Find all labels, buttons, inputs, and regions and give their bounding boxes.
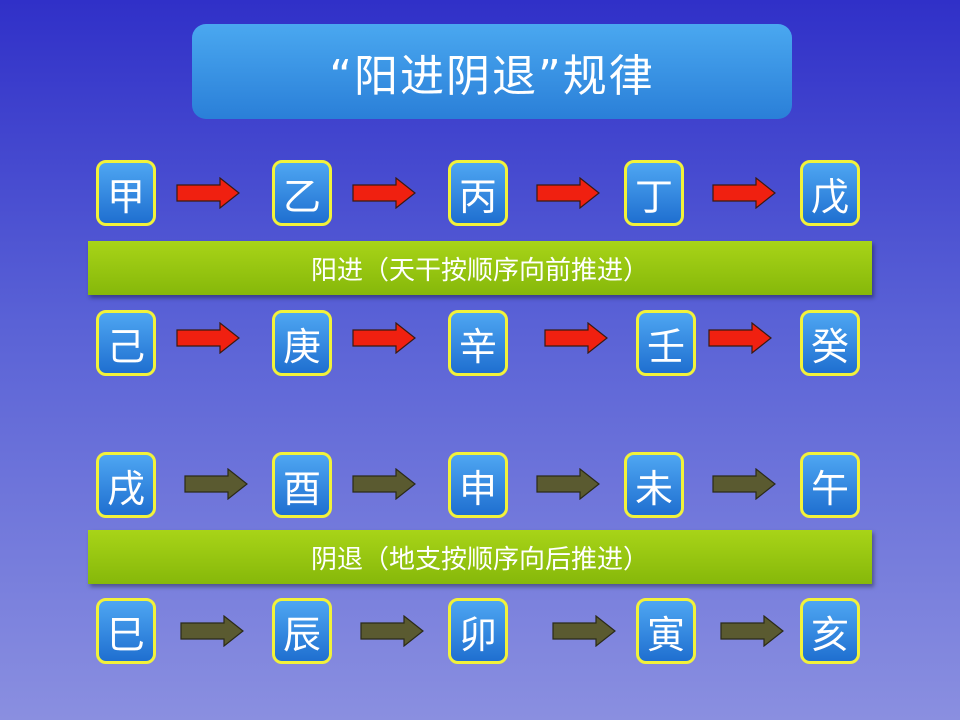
forward-arrow-icon — [360, 615, 424, 647]
branch-cell: 亥 — [800, 598, 860, 664]
forward-arrow-icon — [544, 322, 608, 354]
yang-rule-band: 阳进（天干按顺序向前推进） — [88, 241, 872, 295]
forward-arrow-icon — [180, 615, 244, 647]
forward-arrow-icon — [536, 177, 600, 209]
forward-arrow-icon — [184, 468, 248, 500]
forward-arrow-icon — [712, 468, 776, 500]
stem-cell: 乙 — [272, 160, 332, 226]
stem-cell: 己 — [96, 310, 156, 376]
stem-cell: 戊 — [800, 160, 860, 226]
forward-arrow-icon — [352, 468, 416, 500]
forward-arrow-icon — [708, 322, 772, 354]
branch-cell: 午 — [800, 452, 860, 518]
forward-arrow-icon — [176, 177, 240, 209]
branch-cell: 寅 — [636, 598, 696, 664]
branch-cell: 未 — [624, 452, 684, 518]
forward-arrow-icon — [712, 177, 776, 209]
forward-arrow-icon — [552, 615, 616, 647]
forward-arrow-icon — [352, 322, 416, 354]
branch-cell: 戌 — [96, 452, 156, 518]
stem-cell: 壬 — [636, 310, 696, 376]
branch-cell: 申 — [448, 452, 508, 518]
forward-arrow-icon — [720, 615, 784, 647]
forward-arrow-icon — [176, 322, 240, 354]
stem-cell: 辛 — [448, 310, 508, 376]
branch-cell: 辰 — [272, 598, 332, 664]
branch-cell: 卯 — [448, 598, 508, 664]
stem-cell: 甲 — [96, 160, 156, 226]
yin-rule-band: 阴退（地支按顺序向后推进） — [88, 530, 872, 584]
forward-arrow-icon — [352, 177, 416, 209]
stem-cell: 丁 — [624, 160, 684, 226]
stem-cell: 癸 — [800, 310, 860, 376]
slide-title: “阳进阴退”规律 — [192, 24, 792, 119]
branch-cell: 巳 — [96, 598, 156, 664]
stem-cell: 庚 — [272, 310, 332, 376]
branch-cell: 酉 — [272, 452, 332, 518]
stem-cell: 丙 — [448, 160, 508, 226]
forward-arrow-icon — [536, 468, 600, 500]
